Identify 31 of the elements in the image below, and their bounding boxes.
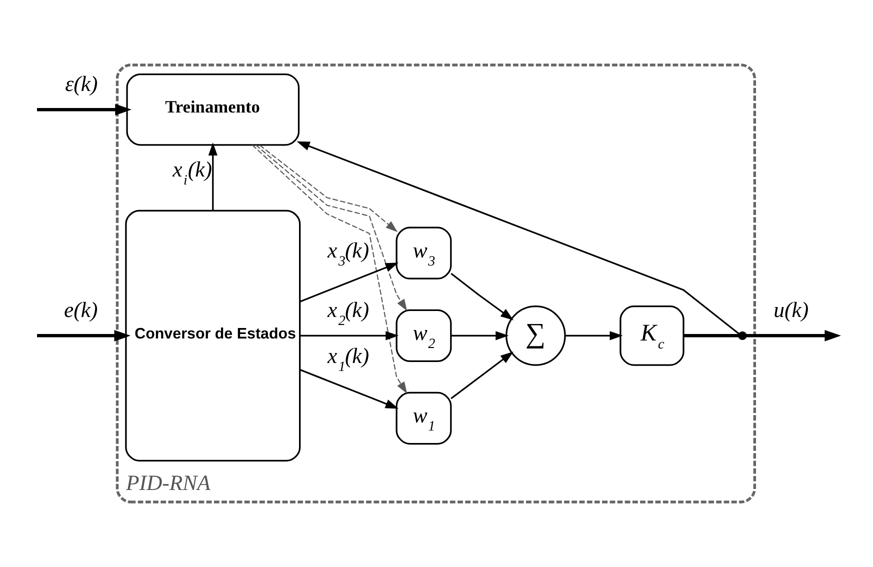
arrow [255,144,408,312]
arrow [208,142,218,210]
connector [684,334,739,338]
arrow [252,144,408,394]
arrow [296,141,740,334]
arrow [300,262,399,302]
edge-label: x$_{1}$(k) [328,344,370,375]
arrow [37,330,131,342]
node-box: w$_{3}$ [396,226,452,280]
edge-label: x$_{3}$(k) [328,238,370,270]
edge-label: u(k) [774,298,809,322]
arrow [565,331,623,340]
node-circle: ∑ [506,306,566,366]
arrow [450,352,514,400]
arrow [300,331,399,340]
arrow [450,272,514,320]
node-box: K$_{c}$ [620,306,684,366]
arrow [451,331,509,340]
edge-label: e(k) [64,298,98,322]
node-box: Conversor de Estados [125,210,301,462]
arrow [259,144,398,232]
edge-label: ε(k) [65,72,98,96]
arrow [300,368,399,409]
node-circle [738,331,747,340]
edge-label: x$_{2}$(k) [328,298,370,330]
node-box: Treinamento [126,73,300,146]
edge-label: x$_{i}$(k) [172,158,212,189]
node-box: w$_{2}$ [396,309,452,362]
arrow [37,104,132,116]
arrow [746,330,842,342]
node-box: w$_{1}$ [396,392,452,445]
